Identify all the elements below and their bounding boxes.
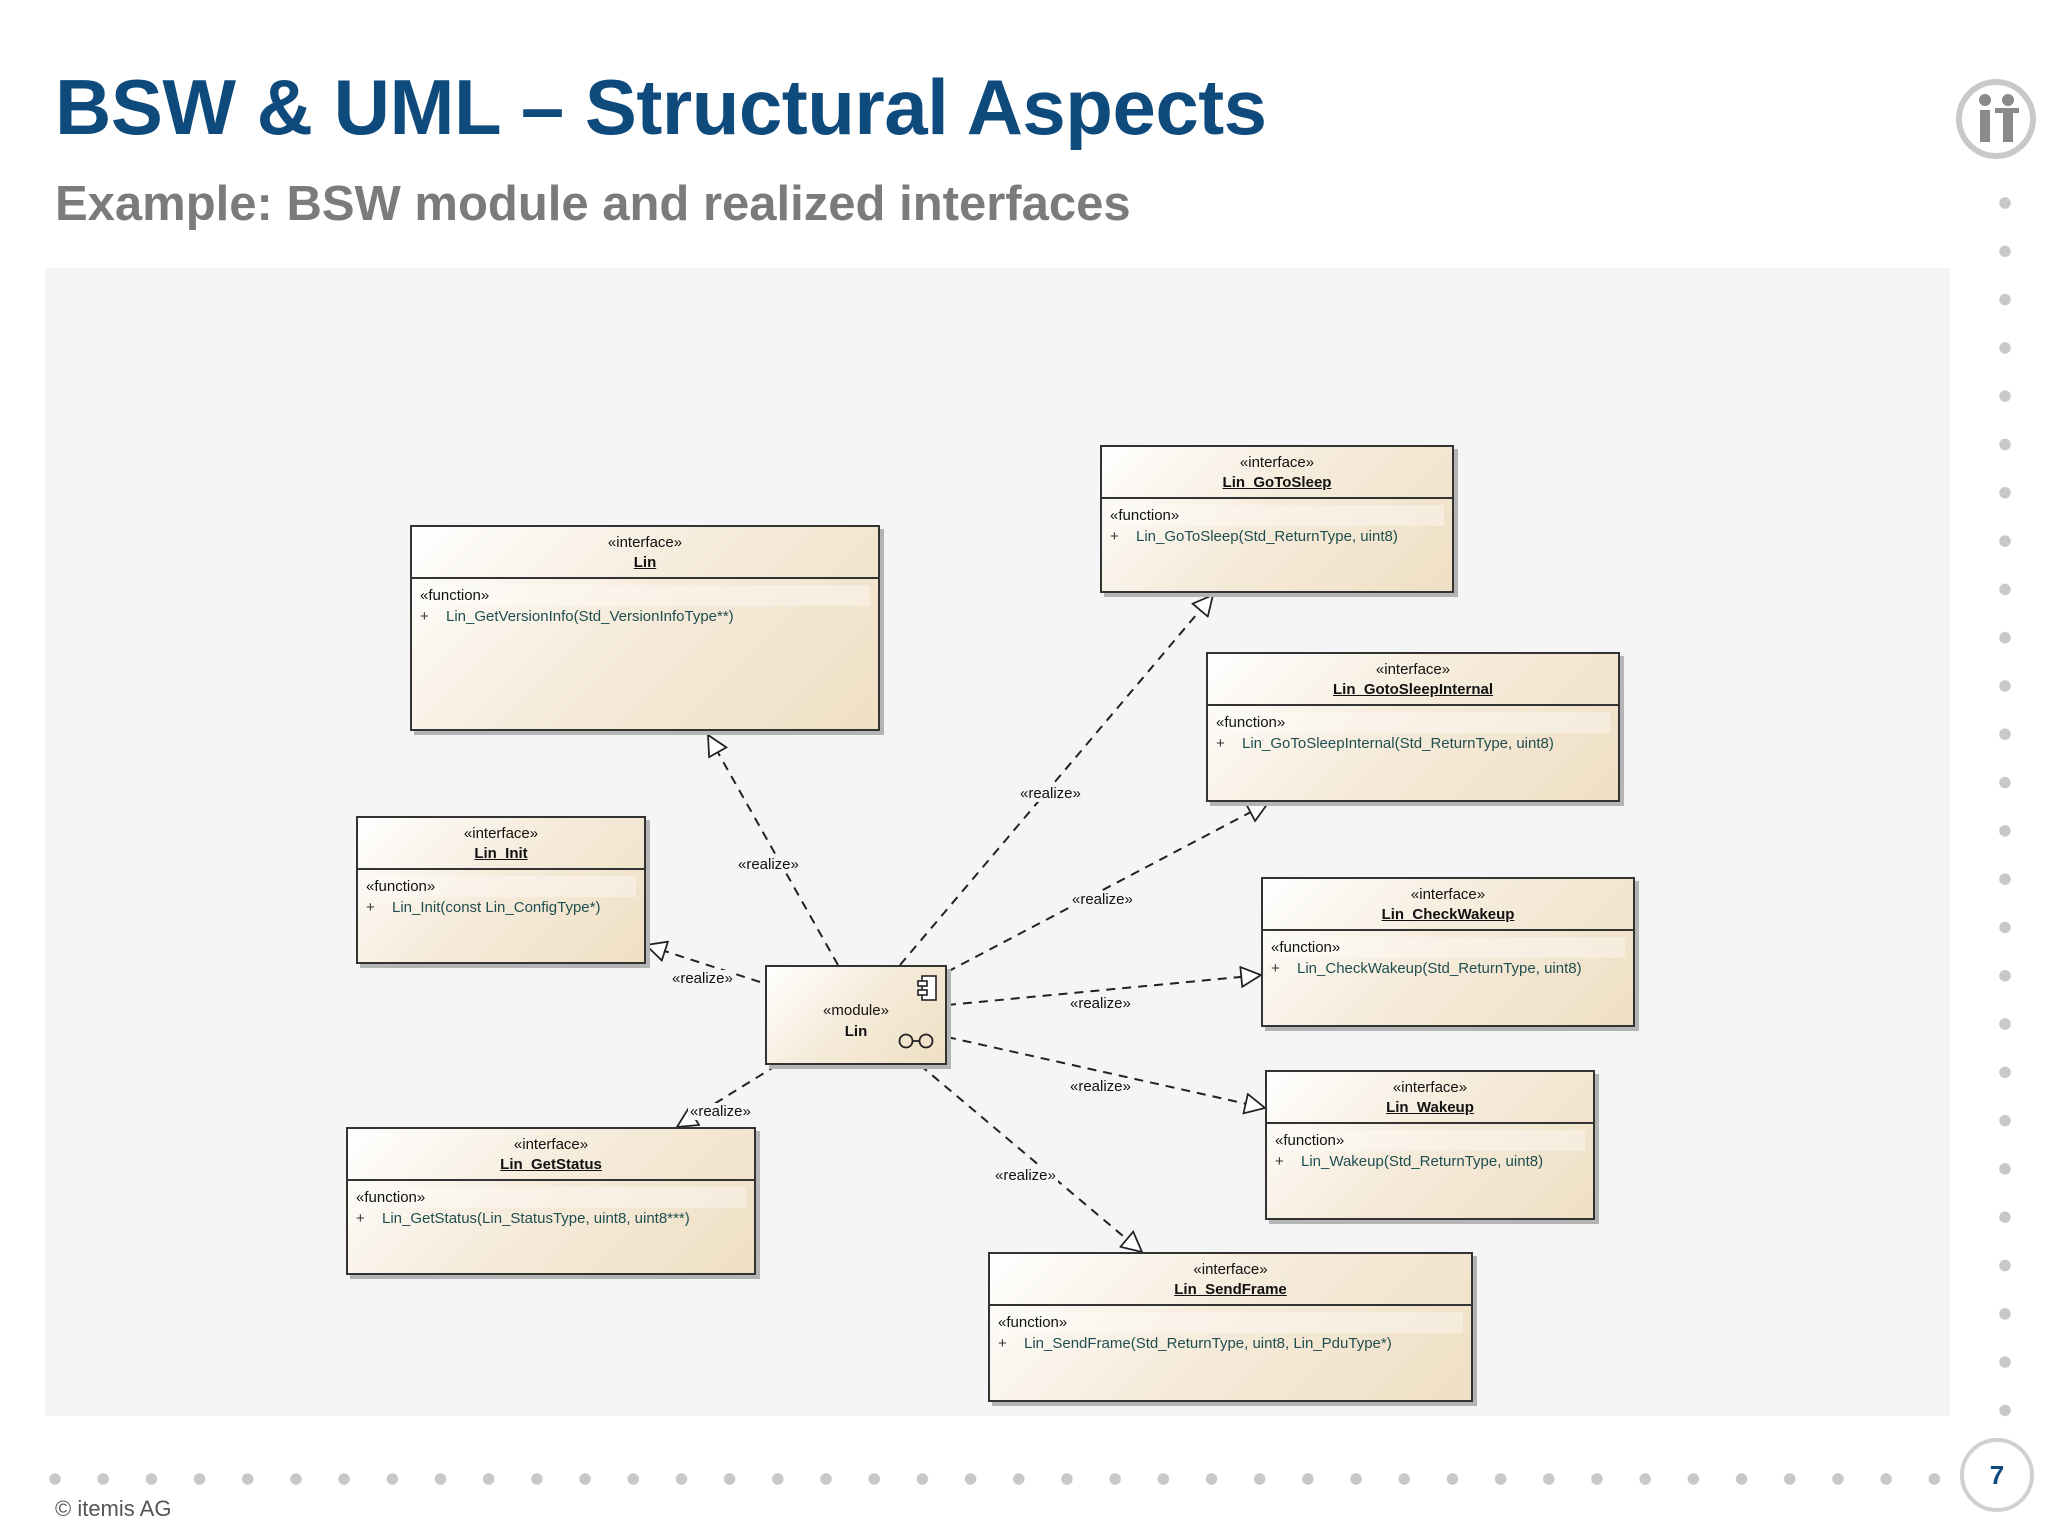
interface-stereotype: «interface»	[607, 534, 683, 551]
visibility-marker: +	[420, 608, 429, 625]
page-number-badge: 7	[1960, 1438, 2034, 1512]
realize-label: «realize»	[993, 1167, 1058, 1184]
operation-signature: Lin_Init(const Lin_ConfigType*)	[392, 899, 601, 916]
interface-name: Lin_GotoSleepInternal	[1332, 681, 1494, 698]
interface-stereotype: «interface»	[463, 825, 539, 842]
function-stereotype: «function»	[356, 1187, 746, 1208]
interface-name: Lin	[633, 554, 657, 571]
interface-lin-wakeup[interactable]: «interface» Lin_Wakeup «function» + Lin_W…	[1265, 1070, 1595, 1220]
itemis-logo-icon	[1956, 79, 2036, 159]
function-stereotype: «function»	[366, 876, 636, 897]
function-stereotype: «function»	[1216, 712, 1610, 733]
operation-signature: Lin_GoToSleep(Std_ReturnType, uint8)	[1136, 528, 1398, 545]
operation-signature: Lin_GetVersionInfo(Std_VersionInfoType**…	[446, 608, 734, 625]
module-stereotype: «module»	[823, 1002, 889, 1019]
realize-label: «realize»	[1068, 1078, 1133, 1095]
module-name: Lin	[844, 1023, 868, 1040]
interface-stereotype: «interface»	[1193, 1261, 1268, 1278]
uml-diagram-canvas	[45, 268, 1950, 1416]
interface-name: Lin_Init	[474, 845, 528, 862]
visibility-marker: +	[1110, 528, 1119, 545]
operation-signature: Lin_SendFrame(Std_ReturnType, uint8, Lin…	[1024, 1335, 1392, 1352]
interface-name: Lin_GetStatus	[500, 1156, 602, 1173]
component-icon	[917, 975, 937, 1001]
interface-lin-gotosleepinternal[interactable]: «interface» Lin_GotoSleepInternal «funct…	[1206, 652, 1620, 802]
interface-name: Lin_CheckWakeup	[1381, 906, 1515, 923]
interface-name: Lin_Wakeup	[1386, 1099, 1474, 1116]
interface-stereotype: «interface»	[513, 1136, 589, 1153]
slide-subtitle: Example: BSW module and realized interfa…	[55, 177, 1131, 231]
interface-stereotype: «interface»	[1410, 886, 1486, 903]
function-stereotype: «function»	[1110, 505, 1444, 526]
realize-label: «realize»	[1018, 785, 1083, 802]
function-stereotype: «function»	[420, 585, 870, 606]
module-lin[interactable]: «module» Lin	[765, 965, 947, 1065]
realize-label: «realize»	[688, 1103, 753, 1120]
link-icon	[898, 1033, 934, 1049]
visibility-marker: +	[1271, 960, 1280, 977]
visibility-marker: +	[998, 1335, 1007, 1352]
interface-stereotype: «interface»	[1239, 454, 1315, 471]
function-stereotype: «function»	[1271, 937, 1625, 958]
visibility-marker: +	[366, 899, 375, 916]
visibility-marker: +	[356, 1210, 365, 1227]
slide-title: BSW & UML – Structural Aspects	[55, 63, 1267, 151]
operation-signature: Lin_Wakeup(Std_ReturnType, uint8)	[1301, 1153, 1544, 1170]
decorative-dots-horizontal	[48, 1472, 1968, 1486]
interface-lin-checkwakeup[interactable]: «interface» Lin_CheckWakeup «function» +…	[1261, 877, 1635, 1027]
function-stereotype: «function»	[1275, 1130, 1585, 1151]
visibility-marker: +	[1216, 735, 1225, 752]
visibility-marker: +	[1275, 1153, 1284, 1170]
realize-label: «realize»	[1068, 995, 1133, 1012]
copyright-text: © itemis AG	[55, 1496, 172, 1521]
interface-lin-sendframe[interactable]: «interface» Lin_SendFrame «function» + Li…	[988, 1252, 1473, 1402]
operation-signature: Lin_GoToSleepInternal(Std_ReturnType, ui…	[1242, 735, 1554, 752]
decorative-dots-vertical	[1998, 196, 2012, 1436]
interface-stereotype: «interface»	[1375, 661, 1451, 678]
interface-name: Lin_SendFrame	[1174, 1281, 1287, 1298]
interface-lin[interactable]: «interface» Lin «function» + Lin_GetVersi…	[410, 525, 880, 731]
interface-stereotype: «interface»	[1392, 1079, 1468, 1096]
realize-label: «realize»	[1070, 891, 1135, 908]
interface-name: Lin_GoToSleep	[1222, 474, 1332, 491]
operation-signature: Lin_CheckWakeup(Std_ReturnType, uint8)	[1297, 960, 1582, 977]
realize-label: «realize»	[736, 856, 801, 873]
operation-signature: Lin_GetStatus(Lin_StatusType, uint8, uin…	[382, 1210, 690, 1227]
function-stereotype: «function»	[998, 1312, 1463, 1333]
realize-label: «realize»	[670, 970, 735, 987]
interface-lin-getstatus[interactable]: «interface» Lin_GetStatus «function» + Li…	[346, 1127, 756, 1275]
interface-lin-gotosleep[interactable]: «interface» Lin_GoToSleep «function» + Li…	[1100, 445, 1454, 593]
interface-lin-init[interactable]: «interface» Lin_Init «function» + Lin_Ini…	[356, 816, 646, 964]
